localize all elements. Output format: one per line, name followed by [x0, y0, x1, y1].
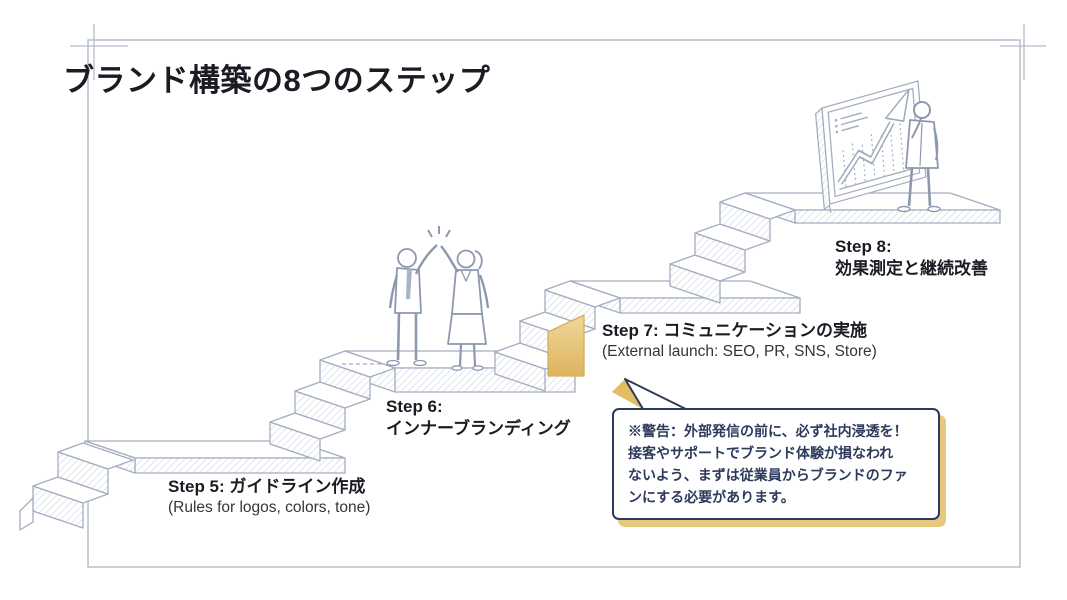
corner-mark-top-left-icon [70, 24, 128, 80]
step5-label: Step 5: ガイドライン作成 (Rules for logos, color… [168, 476, 370, 519]
step7-label: Step 7: コミュニケーションの実施 (External launch: S… [602, 320, 877, 363]
warning-text: ※警告：外部発信の前に、必ず社内浸透を！ 接客やサポートでブランド体験が損なわれ… [628, 423, 908, 505]
step7-subtitle: (External launch: SEO, PR, SNS, Store) [602, 343, 877, 361]
staircase [19, 80, 1001, 531]
high-five-people-icon [386, 226, 490, 371]
page-title: ブランド構築の8つのステップ [63, 63, 491, 98]
step5-subtitle: (Rules for logos, colors, tone) [168, 499, 371, 517]
sparkle-icon [427, 226, 451, 238]
landing-step5 [84, 440, 346, 474]
flight-to-step6 [269, 350, 396, 462]
step6-subtitle: インナーブランディング [386, 419, 571, 439]
step6-title: Step 6: [386, 397, 443, 416]
growth-chart-board-icon [814, 80, 927, 214]
step8-subtitle: 効果測定と継続改善 [835, 259, 988, 279]
step7-title: Step 7: コミュニケーションの実施 [602, 321, 868, 340]
warning-callout: ※警告：外部発信の前に、必ず社内浸透を！ 接客やサポートでブランド体験が損なわれ… [612, 408, 940, 520]
step5-title: Step 5: ガイドライン作成 [168, 477, 366, 496]
corner-mark-top-right-icon [1000, 24, 1046, 80]
slide-frame [87, 39, 1021, 568]
step8-title: Step 8: [835, 237, 892, 256]
highlight-wedge [547, 314, 585, 377]
flight-to-step5 [19, 442, 134, 531]
flight-to-step8 [669, 192, 796, 304]
step8-label: Step 8: 効果測定と継続改善 [835, 236, 988, 281]
thinking-person-icon [897, 101, 941, 213]
step6-label: Step 6: インナーブランディング [386, 396, 571, 441]
